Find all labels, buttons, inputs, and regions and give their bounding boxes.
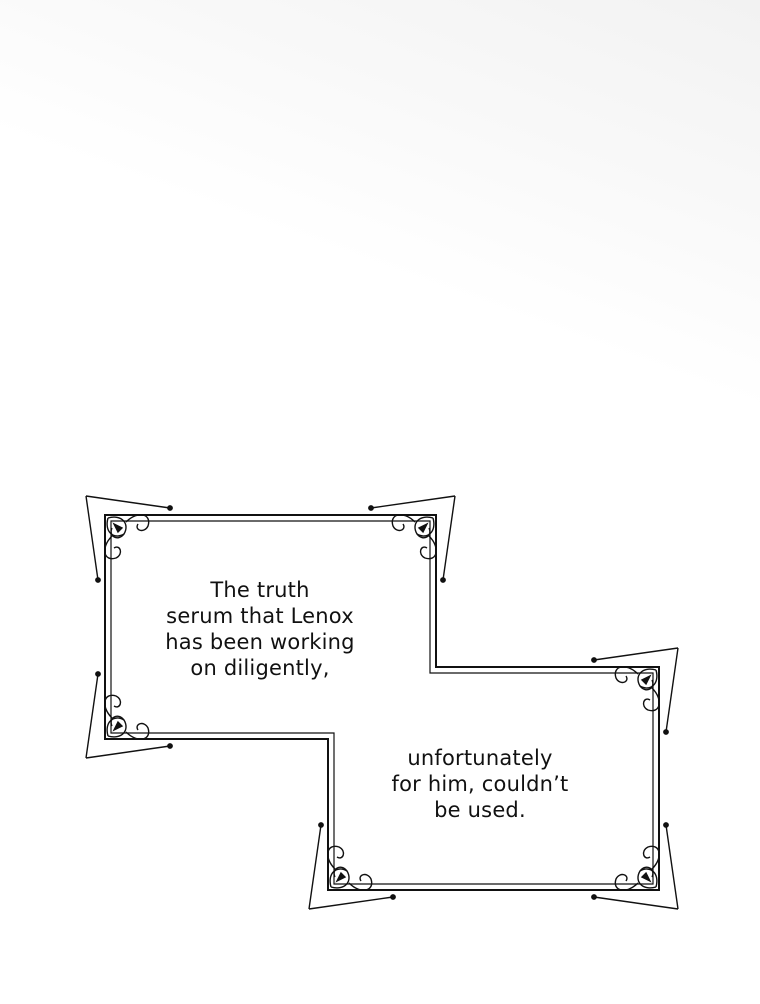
caption-line: unfortunately	[407, 746, 553, 770]
caption-line: be used.	[434, 798, 526, 822]
caption-line: serum that Lenox	[166, 604, 354, 628]
caption-line: has been working	[165, 630, 355, 654]
caption-line: for him, couldn’t	[391, 772, 569, 796]
narration-caption-1: The truth serum that Lenox has been work…	[150, 577, 370, 681]
narration-caption-2: unfortunately for him, couldn’t be used.	[380, 745, 580, 823]
caption-line: on diligently,	[190, 656, 330, 680]
caption-line: The truth	[210, 578, 310, 602]
